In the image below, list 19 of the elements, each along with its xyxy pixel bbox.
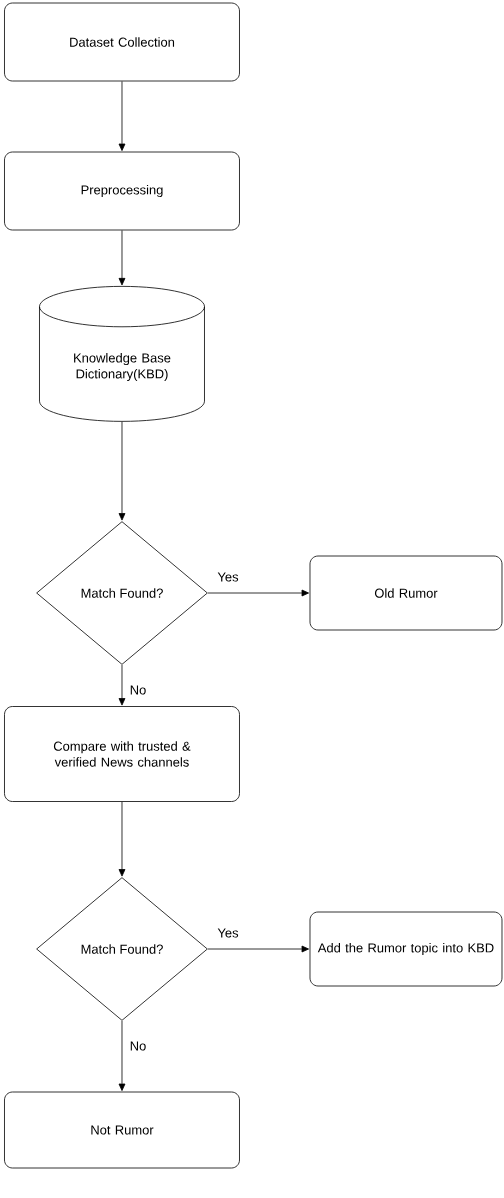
arrow — [207, 589, 309, 597]
arrow — [118, 1020, 126, 1091]
process-box: Not Rumor — [4, 1091, 240, 1169]
process-box: Dataset Collection — [4, 2, 240, 82]
edge-label: No — [128, 684, 148, 696]
edge-label: Yes — [216, 571, 240, 583]
process-box: Add the Rumor topic into KBD — [309, 911, 503, 987]
process-box: Old Rumor — [309, 555, 503, 631]
arrow — [118, 664, 126, 706]
arrow — [118, 421, 126, 521]
process-box: Compare with trusted & verified News channels — [4, 706, 240, 802]
process-box: Preprocessing — [4, 151, 240, 231]
arrow — [207, 945, 309, 953]
arrow — [118, 801, 126, 877]
database-cylinder: Knowledge Base Dictionary(KBD) — [39, 285, 205, 422]
edge-label: No — [128, 1040, 148, 1052]
arrow — [118, 81, 126, 151]
arrow — [118, 230, 126, 286]
edge-label: Yes — [216, 927, 240, 939]
